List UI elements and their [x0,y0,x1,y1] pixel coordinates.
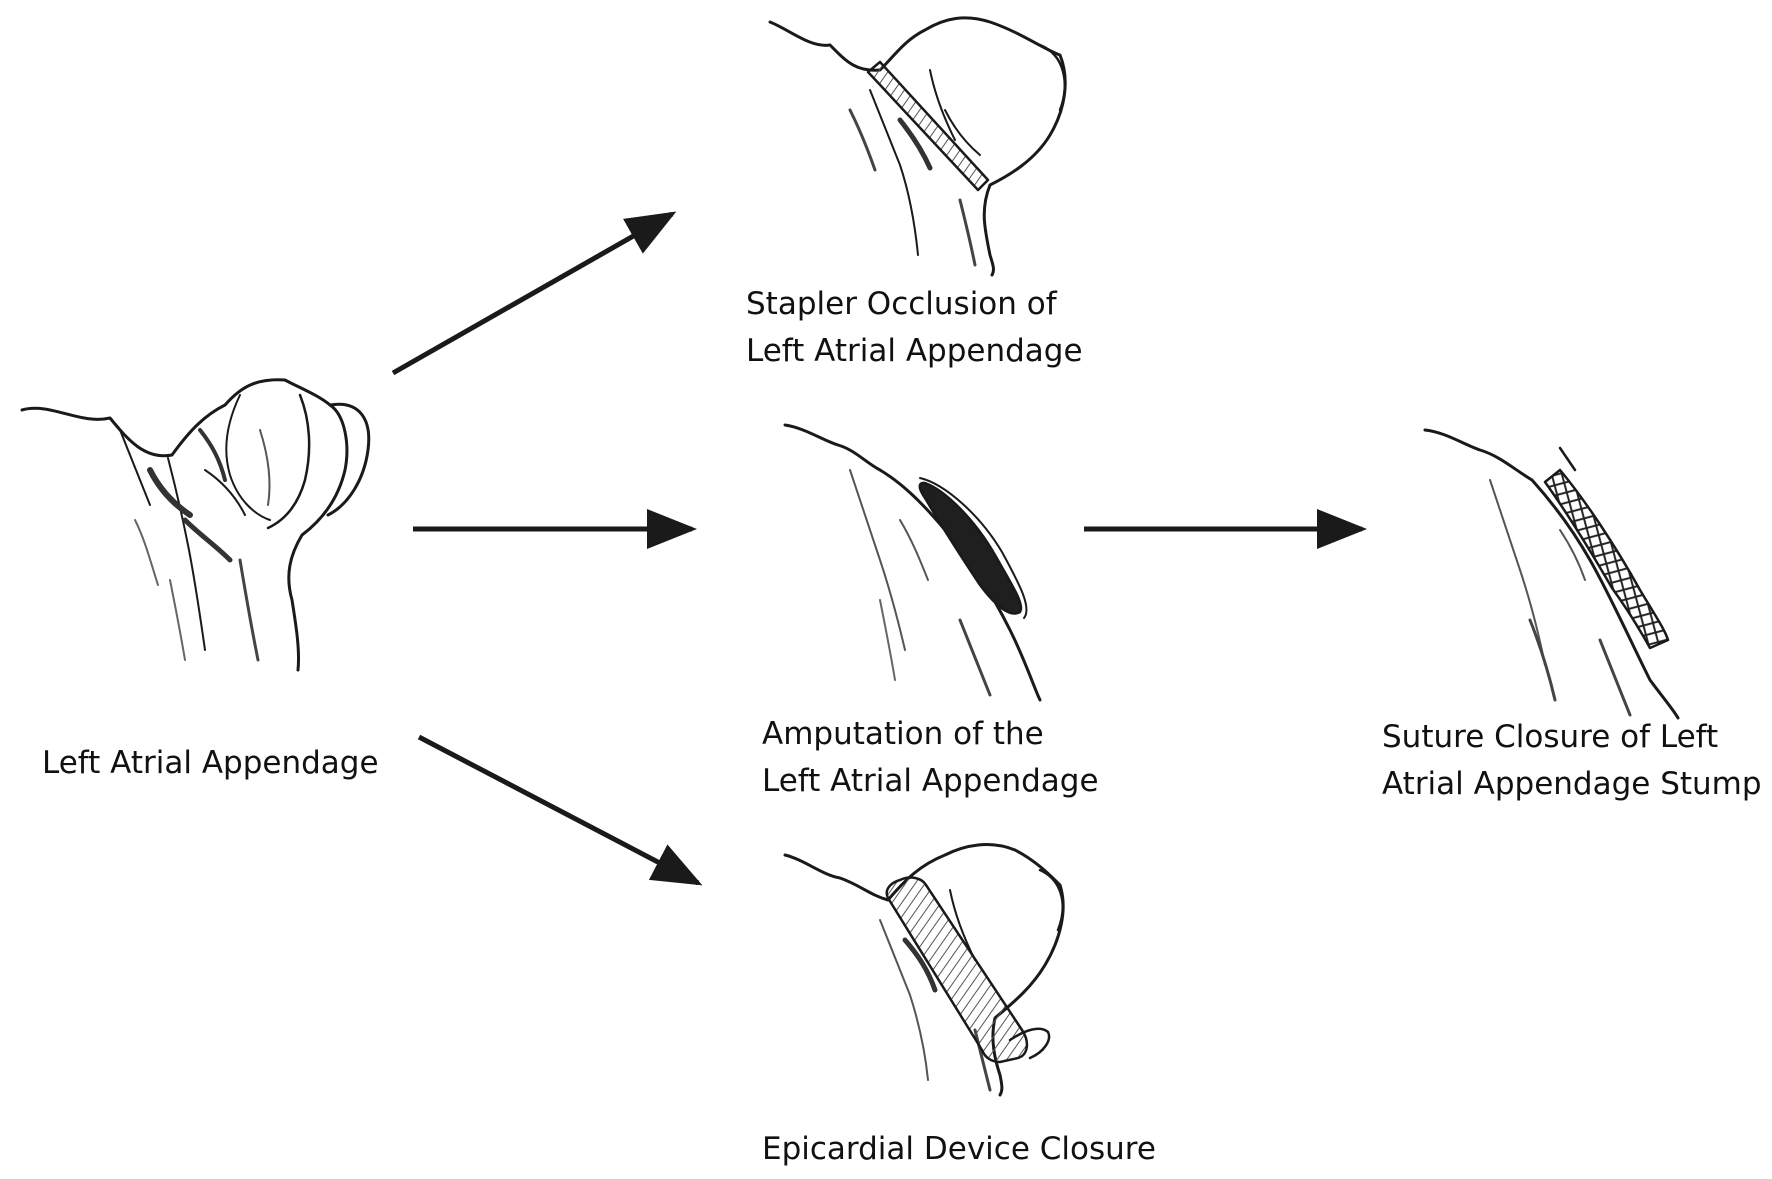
label-line: Stapler Occlusion of [746,286,1057,322]
label-line: Left Atrial Appendage [746,333,1083,369]
arrow-to-epicardial-device [417,734,703,886]
stapler-occlusion-drawing-icon [768,16,1067,277]
label-line: Left Atrial Appendage [42,745,379,781]
label-line: Left Atrial Appendage [762,763,1099,799]
label-amputation: Amputation of the Left Atrial Appendage [762,711,1099,805]
label-suture-closure: Suture Closure of Left Atrial Appendage … [1382,714,1762,808]
label-line: Suture Closure of Left [1382,719,1719,755]
label-stapler-occlusion: Stapler Occlusion of Left Atrial Appenda… [746,281,1083,375]
label-line: Atrial Appendage Stump [1382,766,1762,802]
label-line: Amputation of the [762,716,1044,752]
label-line: Epicardial Device Closure [762,1131,1156,1167]
amputation-drawing-icon [783,423,1042,702]
epicardial-device-drawing-icon [783,843,1065,1097]
left-atrial-appendage-drawing-icon [20,378,371,672]
label-left-atrial-appendage: Left Atrial Appendage [42,740,379,787]
arrow-to-stapler-occlusion [391,211,677,376]
suture-closure-drawing-icon [1423,428,1680,720]
label-epicardial-device: Epicardial Device Closure [762,1126,1156,1173]
